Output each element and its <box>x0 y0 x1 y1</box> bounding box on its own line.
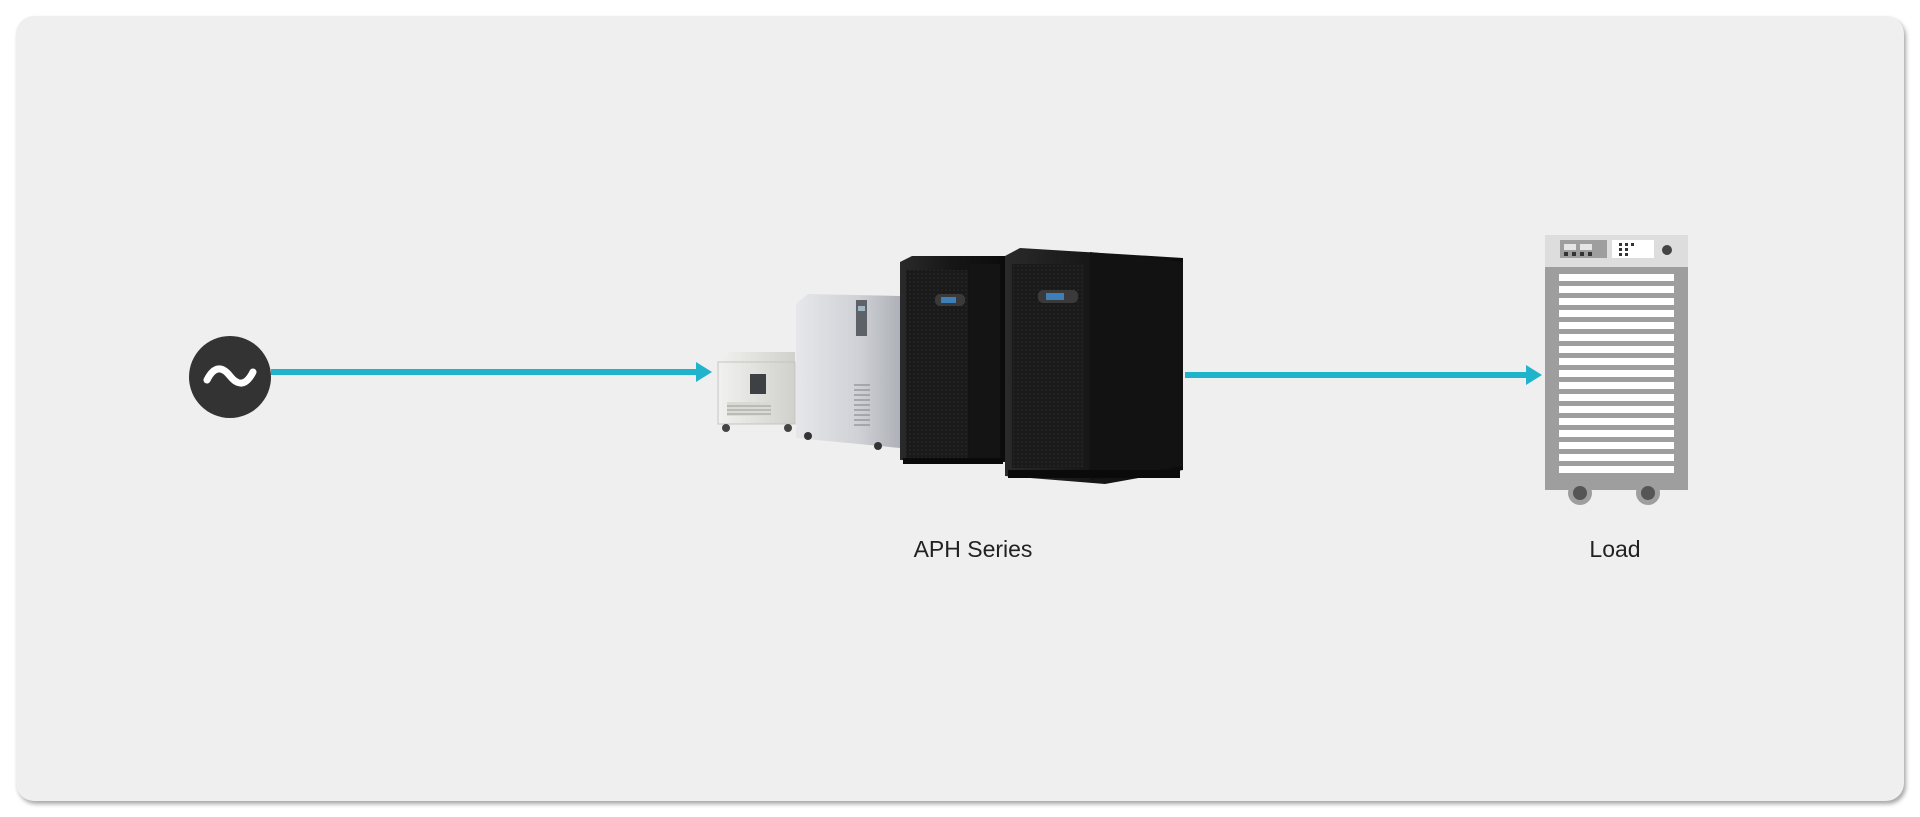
load-bank-vents <box>1559 274 1674 473</box>
small-ups-unit <box>717 352 796 432</box>
load-bank-icon <box>1545 235 1688 505</box>
black-ups-cabinet-2 <box>1005 248 1183 484</box>
ups-cabinet-group-icon <box>717 248 1183 484</box>
output-flow-arrow <box>1185 365 1542 385</box>
silver-ups-tower <box>796 294 900 450</box>
equipment-label: APH Series <box>913 536 1033 562</box>
black-ups-cabinet-1 <box>900 256 1005 464</box>
load-label: Load <box>1589 536 1641 562</box>
ac-sine-wave-icon <box>189 336 271 418</box>
input-flow-arrow <box>271 362 712 382</box>
